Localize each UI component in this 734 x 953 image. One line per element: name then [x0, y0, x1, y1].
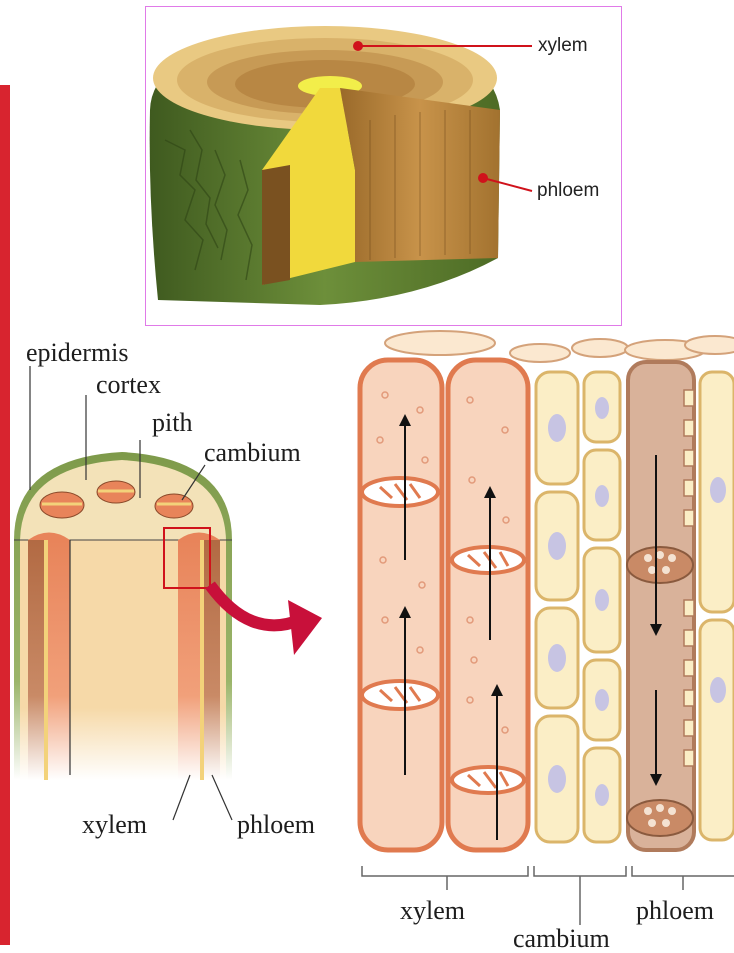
detail-label-phloem: phloem [636, 898, 714, 924]
detail-label-xylem: xylem [400, 898, 465, 924]
detail-label-cambium: cambium [513, 926, 610, 952]
stem-3d-label-xylem: xylem [538, 35, 588, 57]
section-label-pith: pith [152, 410, 192, 436]
section-label-phloem: phloem [237, 812, 315, 838]
section-label-epidermis: epidermis [26, 340, 129, 366]
cambium-cell-column [536, 372, 620, 842]
section-label-xylem: xylem [82, 812, 147, 838]
xylem-vessel-column [360, 360, 528, 850]
stem-3d-illustration [150, 26, 532, 305]
section-label-cambium: cambium [204, 440, 301, 466]
phloem-sieve-column [627, 362, 734, 850]
stem-3d-label-phloem: phloem [537, 180, 599, 202]
section-label-cortex: cortex [96, 372, 161, 398]
tissue-detail-illustration [360, 331, 734, 925]
